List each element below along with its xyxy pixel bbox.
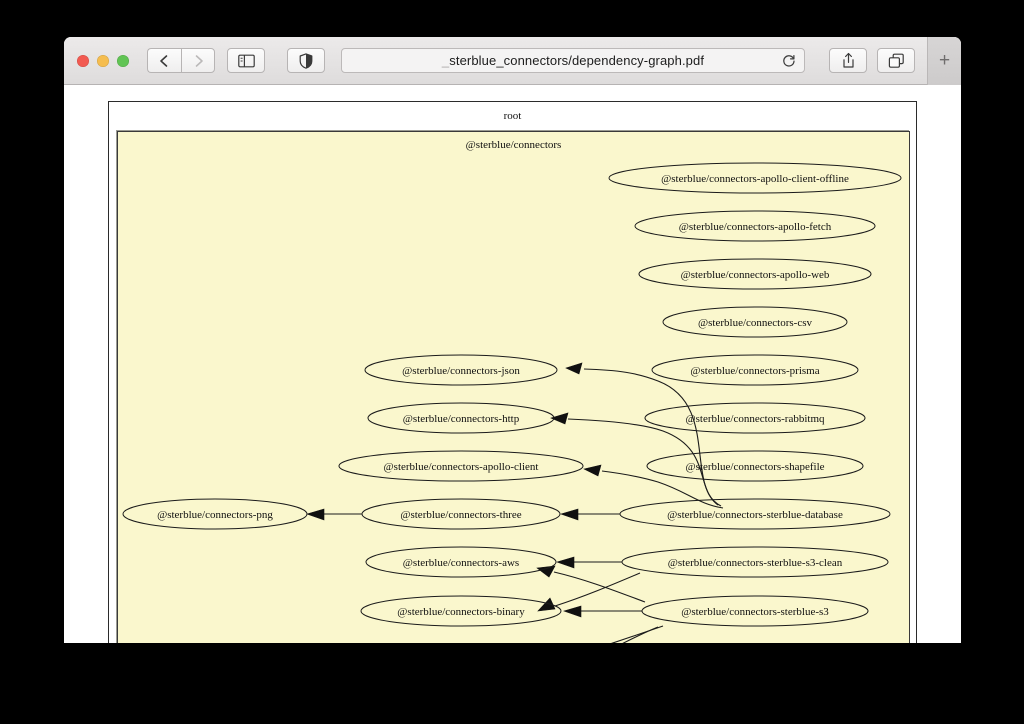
node-label: @sterblue/connectors-csv — [698, 317, 812, 329]
node-label: @sterblue/connectors-png — [157, 509, 273, 521]
node-label: @sterblue/connectors-prisma — [690, 365, 819, 377]
node-apollo-fetch[interactable]: @sterblue/connectors-apollo-fetch — [634, 210, 876, 242]
node-label: @sterblue/connectors-aws — [403, 557, 519, 569]
node-sterblue-s3-clean[interactable]: @sterblue/connectors-sterblue-s3-clean — [621, 546, 889, 578]
node-label: @sterblue/connectors-apollo-web — [681, 269, 830, 281]
reload-icon — [782, 54, 795, 67]
address-bar-container: _sterblue_connectors/dependency-graph.pd… — [341, 48, 805, 73]
node-json[interactable]: @sterblue/connectors-json — [364, 354, 558, 386]
close-window-button[interactable] — [77, 54, 89, 67]
arrowhead-http — [550, 412, 569, 425]
address-prefix: _ — [441, 53, 450, 68]
toolbar-right-group: + — [819, 37, 961, 85]
arrowhead-json — [565, 362, 583, 375]
node-label: @sterblue/connectors-sterblue-database — [667, 509, 843, 521]
chevron-left-icon — [160, 54, 168, 67]
node-sterblue-s3[interactable]: @sterblue/connectors-sterblue-s3 — [641, 595, 869, 627]
share-icon — [842, 52, 854, 68]
arrowhead-binary-1 — [537, 597, 556, 612]
node-label: @sterblue/connectors-rabbitmq — [685, 413, 825, 425]
node-png[interactable]: @sterblue/connectors-png — [122, 498, 308, 530]
navigation-buttons — [147, 48, 215, 73]
arrowhead-aws-2 — [536, 565, 556, 578]
forward-button[interactable] — [181, 48, 215, 73]
node-label: @sterblue/connectors-http — [403, 413, 520, 425]
arrowhead-three — [560, 508, 579, 521]
address-value: sterblue_connectors/dependency-graph.pdf — [449, 53, 705, 68]
edge-sterblue-database-to-json — [583, 368, 719, 506]
graph-edges — [306, 362, 724, 643]
pdf-page: root @sterblue/connectors — [108, 101, 917, 643]
share-button[interactable] — [829, 48, 867, 73]
maximize-window-button[interactable] — [117, 54, 129, 67]
shield-icon — [299, 52, 313, 69]
node-label: @sterblue/connectors-apollo-client — [384, 461, 539, 473]
node-shapefile[interactable]: @sterblue/connectors-shapefile — [646, 450, 864, 482]
node-prisma[interactable]: @sterblue/connectors-prisma — [651, 354, 859, 386]
graph-root-label: root — [503, 110, 522, 122]
sidebar-toggle-button[interactable] — [227, 48, 265, 73]
node-rabbitmq[interactable]: @sterblue/connectors-rabbitmq — [644, 402, 866, 434]
node-apollo-client-offline[interactable]: @sterblue/connectors-apollo-client-offli… — [608, 162, 902, 194]
node-sterblue-database[interactable]: @sterblue/connectors-sterblue-database — [619, 498, 891, 530]
edge-sterblue-s3-to-aws — [553, 571, 646, 603]
browser-window: _sterblue_connectors/dependency-graph.pd… — [64, 37, 961, 643]
node-label: @sterblue/connectors-three — [400, 509, 521, 521]
node-binary[interactable]: @sterblue/connectors-binary — [360, 595, 562, 627]
arrowhead-apollo-client — [583, 464, 602, 477]
edge-overflow-lower-right — [622, 626, 659, 643]
graph-cluster: @sterblue/connectors — [117, 131, 910, 643]
graph-cluster-label: @sterblue/connectors — [465, 139, 562, 151]
tab-overview-button[interactable] — [877, 48, 915, 73]
reload-button[interactable] — [781, 53, 796, 68]
address-bar[interactable]: _sterblue_connectors/dependency-graph.pd… — [341, 48, 805, 73]
node-label: @sterblue/connectors-binary — [397, 606, 525, 618]
arrowhead-binary-2 — [563, 605, 582, 618]
node-label: @sterblue/connectors-sterblue-s3-clean — [668, 557, 843, 569]
edge-sterblue-database-to-http — [567, 418, 722, 507]
dependency-graph: @sterblue/connectors-apollo-client-offli… — [122, 162, 902, 643]
node-csv[interactable]: @sterblue/connectors-csv — [662, 306, 848, 338]
minimize-window-button[interactable] — [97, 54, 109, 67]
node-apollo-web[interactable]: @sterblue/connectors-apollo-web — [638, 258, 872, 290]
arrowhead-png — [306, 508, 325, 521]
address-text: _sterblue_connectors/dependency-graph.pd… — [442, 53, 704, 68]
node-http[interactable]: @sterblue/connectors-http — [367, 402, 555, 434]
node-label: @sterblue/connectors-apollo-client-offli… — [661, 173, 849, 185]
node-apollo-client[interactable]: @sterblue/connectors-apollo-client — [338, 450, 584, 482]
chevron-right-icon — [195, 54, 203, 67]
browser-toolbar: _sterblue_connectors/dependency-graph.pd… — [64, 37, 961, 85]
edge-sterblue-database-to-apollo-client — [601, 470, 724, 509]
tabs-icon — [888, 53, 904, 68]
edge-sterblue-s3-clean-to-binary — [554, 572, 641, 607]
node-three[interactable]: @sterblue/connectors-three — [361, 498, 561, 530]
node-aws[interactable]: @sterblue/connectors-aws — [365, 546, 557, 578]
back-button[interactable] — [147, 48, 181, 73]
pdf-viewer[interactable]: root @sterblue/connectors — [64, 85, 961, 643]
edge-overflow-lower-left — [611, 625, 664, 643]
node-label: @sterblue/connectors-shapefile — [685, 461, 824, 473]
traffic-lights — [77, 54, 129, 67]
node-label: @sterblue/connectors-json — [402, 365, 520, 377]
sidebar-icon — [237, 54, 255, 67]
privacy-report-button[interactable] — [287, 48, 325, 73]
node-label: @sterblue/connectors-apollo-fetch — [679, 221, 832, 233]
new-tab-button[interactable]: + — [927, 37, 961, 85]
node-label: @sterblue/connectors-sterblue-s3 — [681, 606, 829, 618]
graph-nodes: @sterblue/connectors-apollo-client-offli… — [122, 162, 902, 627]
arrowhead-aws-1 — [556, 556, 575, 569]
